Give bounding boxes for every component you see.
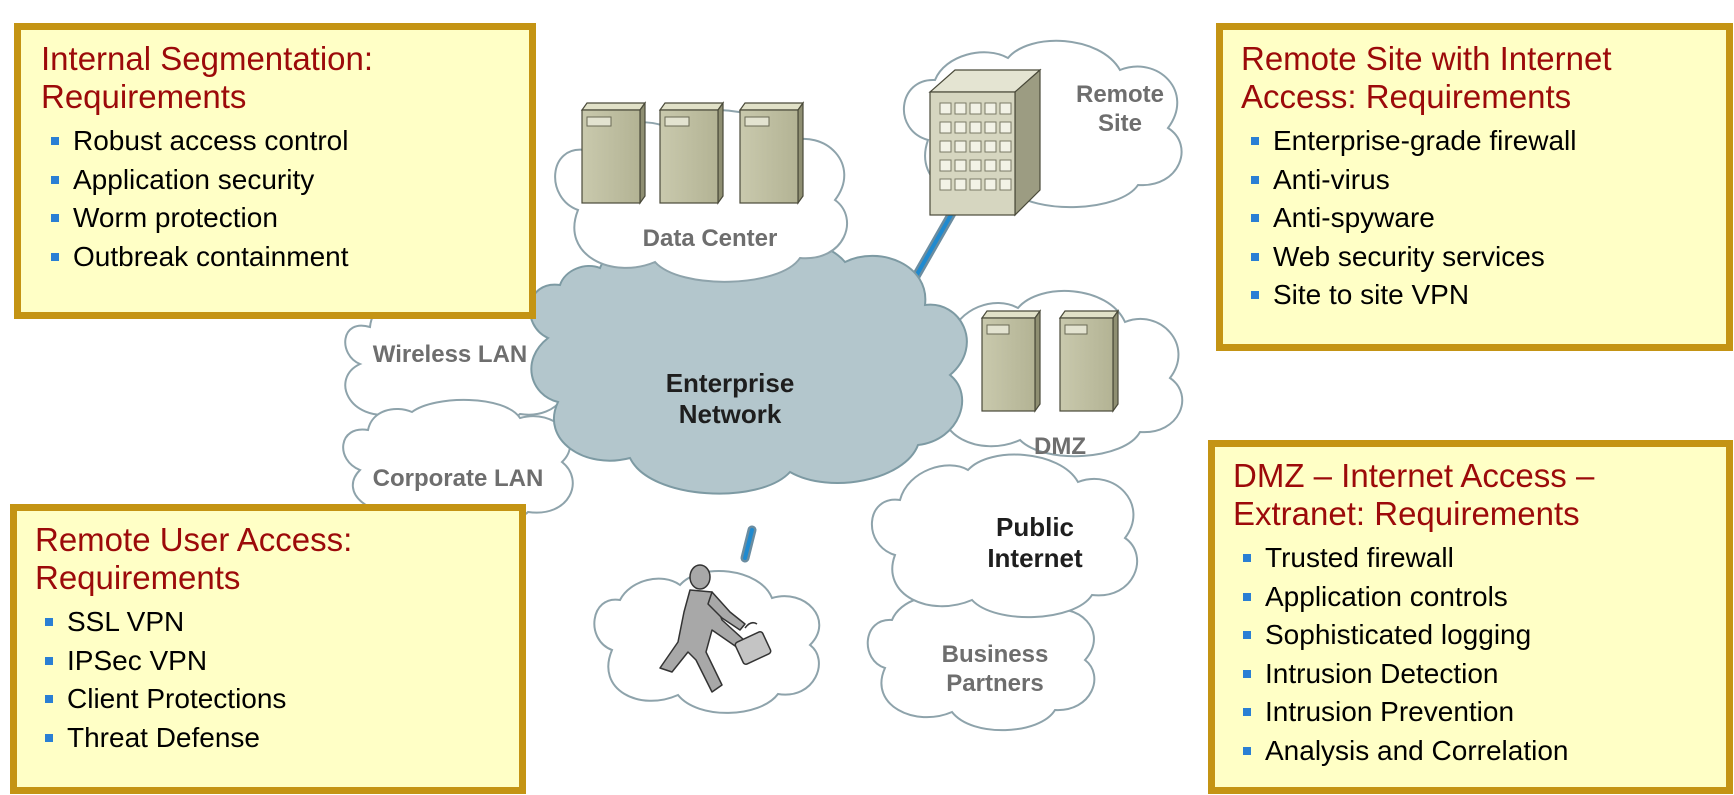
server-icon — [980, 309, 1042, 413]
requirement-item: Site to site VPN — [1251, 276, 1708, 315]
requirement-item: Application security — [51, 161, 511, 200]
cloud-label-wireless-lan: Wireless LAN — [372, 341, 528, 368]
requirement-item: Analysis and Correlation — [1243, 732, 1708, 771]
requirement-item: Sophisticated logging — [1243, 616, 1708, 655]
requirement-item: Anti-virus — [1251, 161, 1708, 200]
link-remote-user-core — [743, 528, 754, 560]
server-icon — [738, 101, 805, 205]
requirement-item: Robust access control — [51, 122, 511, 161]
bullet-icon — [45, 618, 53, 626]
bullet-icon — [51, 252, 59, 261]
requirement-item: Enterprise-grade firewall — [1251, 122, 1708, 161]
bullet-icon — [45, 695, 53, 703]
requirement-item: Web security services — [1251, 238, 1708, 277]
box-title: Internal Segmentation: Requirements — [41, 40, 374, 115]
requirement-item: Intrusion Detection — [1243, 655, 1708, 694]
requirement-item: Threat Defense — [45, 719, 501, 758]
cloud-label-enterprise-network: Enterprise Network — [665, 368, 795, 429]
requirement-item: Intrusion Prevention — [1243, 693, 1708, 732]
requirement-item: SSL VPN — [45, 603, 501, 642]
internal-segmentation-box: Internal Segmentation: Requirements Robu… — [14, 23, 536, 319]
cloud-label-data-center: Data Center — [642, 225, 778, 252]
running-businessman-icon — [659, 564, 772, 693]
cloud-label-public-internet: Public Internet — [987, 512, 1083, 573]
box-title: Remote User Access: Requirements — [35, 521, 353, 596]
server-icon — [658, 101, 725, 205]
cloud-corporate-lan — [342, 399, 574, 527]
requirements-list: Robust access control Application securi… — [41, 122, 511, 276]
remote-site-requirements-box: Remote Site with Internet Access: Requir… — [1216, 23, 1733, 351]
office-building-icon — [928, 68, 1042, 217]
cloud-label-business-partners: Business Partners — [941, 641, 1049, 697]
bullet-icon — [51, 137, 59, 145]
box-title: DMZ – Internet Access – Extranet: Requir… — [1233, 457, 1595, 532]
requirements-list: Enterprise-grade firewall Anti-virus Ant… — [1241, 122, 1708, 315]
bullet-icon — [1251, 214, 1259, 222]
server-icon — [580, 101, 647, 205]
server-icon — [1058, 309, 1120, 413]
bullet-icon — [1251, 291, 1259, 299]
bullet-icon — [51, 175, 59, 184]
bullet-icon — [1251, 175, 1259, 184]
box-title: Remote Site with Internet Access: Requir… — [1241, 40, 1612, 115]
requirement-item: Client Protections — [45, 680, 501, 719]
cloud-label-remote-site: Remote Site — [1075, 81, 1165, 137]
cloud-public-internet — [870, 453, 1138, 619]
bullet-icon — [1243, 669, 1251, 678]
requirement-item: Worm protection — [51, 199, 511, 238]
requirement-item: Anti-spyware — [1251, 199, 1708, 238]
bullet-icon — [1243, 592, 1251, 601]
cloud-label-corporate-lan: Corporate LAN — [372, 465, 544, 492]
bullet-icon — [1243, 708, 1251, 716]
bullet-icon — [1251, 252, 1259, 261]
bullet-icon — [51, 214, 59, 222]
bullet-icon — [45, 656, 53, 665]
requirement-item: Application controls — [1243, 578, 1708, 617]
bullet-icon — [45, 733, 53, 742]
requirement-item: IPSec VPN — [45, 642, 501, 681]
bullet-icon — [1243, 746, 1251, 755]
bullet-icon — [1243, 554, 1251, 562]
requirements-list: Trusted firewall Application controls So… — [1233, 539, 1708, 770]
requirement-item: Trusted firewall — [1243, 539, 1708, 578]
requirements-list: SSL VPN IPSec VPN Client Protections Thr… — [35, 603, 501, 757]
requirement-item: Outbreak containment — [51, 238, 511, 277]
remote-user-access-box: Remote User Access: Requirements SSL VPN… — [10, 504, 526, 794]
cloud-label-dmz: DMZ — [1034, 433, 1086, 460]
bullet-icon — [1251, 137, 1259, 145]
dmz-requirements-box: DMZ – Internet Access – Extranet: Requir… — [1208, 440, 1733, 794]
link-remote-site-core — [913, 206, 957, 280]
network-links — [740, 203, 960, 563]
bullet-icon — [1243, 631, 1251, 639]
